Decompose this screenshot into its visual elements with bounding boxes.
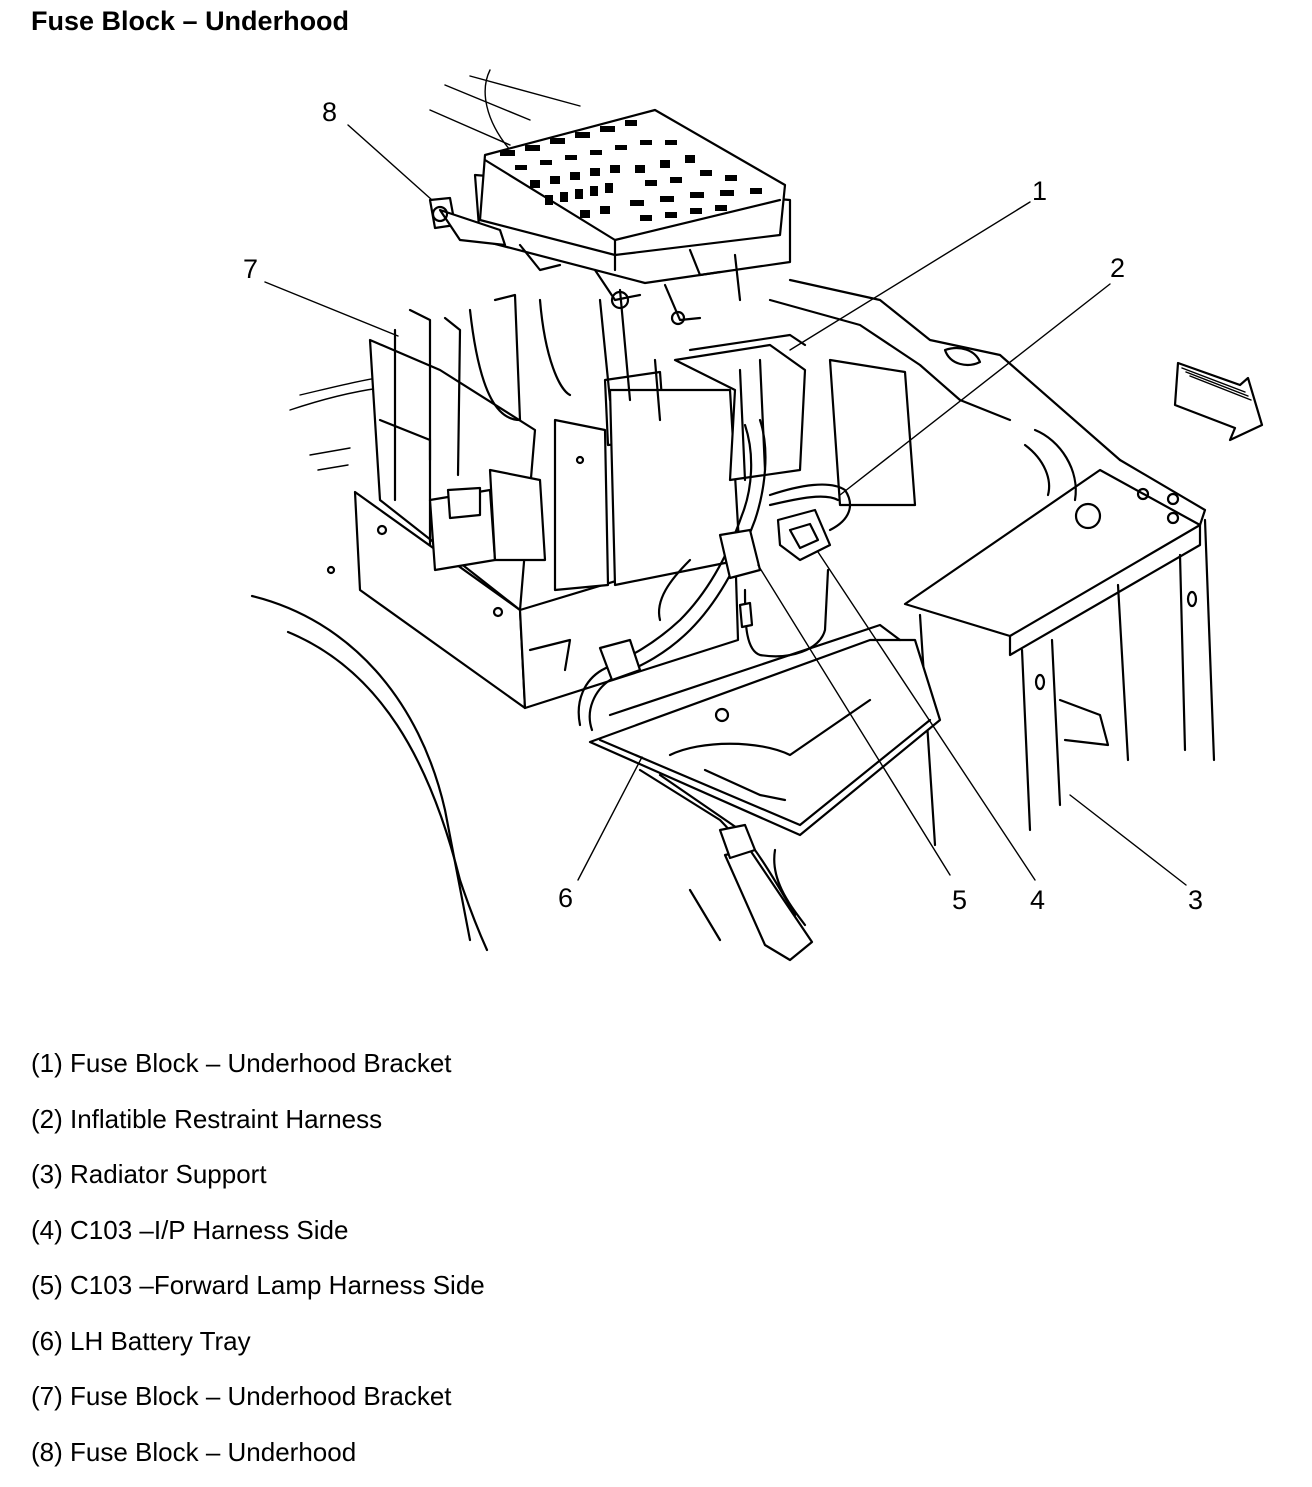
- legend-item-4: (4) C103 –I/P Harness Side: [31, 1210, 485, 1266]
- legend-item-2: (2) Inflatible Restraint Harness: [31, 1099, 485, 1155]
- legend-item-7: (7) Fuse Block – Underhood Bracket: [31, 1376, 485, 1432]
- leader-line-3: [1070, 795, 1186, 885]
- legend-item-8: (8) Fuse Block – Underhood: [31, 1432, 485, 1487]
- leader-line-1: [790, 202, 1030, 350]
- legend-item-5: (5) C103 –Forward Lamp Harness Side: [31, 1265, 485, 1321]
- underhood-diagram: 1 2 3 4 5 6 7 8: [0, 0, 1312, 1000]
- forward-arrow-icon: [1175, 363, 1262, 440]
- fuse-block-underhood: [430, 110, 790, 324]
- lh-battery-tray: [590, 625, 940, 960]
- callout-6: 6: [558, 883, 573, 913]
- legend-item-3: (3) Radiator Support: [31, 1154, 485, 1210]
- callout-7: 7: [243, 254, 258, 284]
- leader-line-6: [578, 757, 642, 880]
- legend-item-6: (6) LH Battery Tray: [31, 1321, 485, 1377]
- callout-1: 1: [1032, 176, 1047, 206]
- parts-legend: (1) Fuse Block – Underhood Bracket (2) I…: [31, 1043, 485, 1487]
- callout-4: 4: [1030, 885, 1045, 915]
- callout-3: 3: [1188, 885, 1203, 915]
- leader-line-8: [348, 125, 432, 200]
- callout-2: 2: [1110, 253, 1125, 283]
- fuse-block-bracket-7: [328, 290, 740, 708]
- leader-line-7: [265, 282, 398, 336]
- callout-5: 5: [952, 885, 967, 915]
- legend-item-1: (1) Fuse Block – Underhood Bracket: [31, 1043, 485, 1099]
- callout-8: 8: [322, 97, 337, 127]
